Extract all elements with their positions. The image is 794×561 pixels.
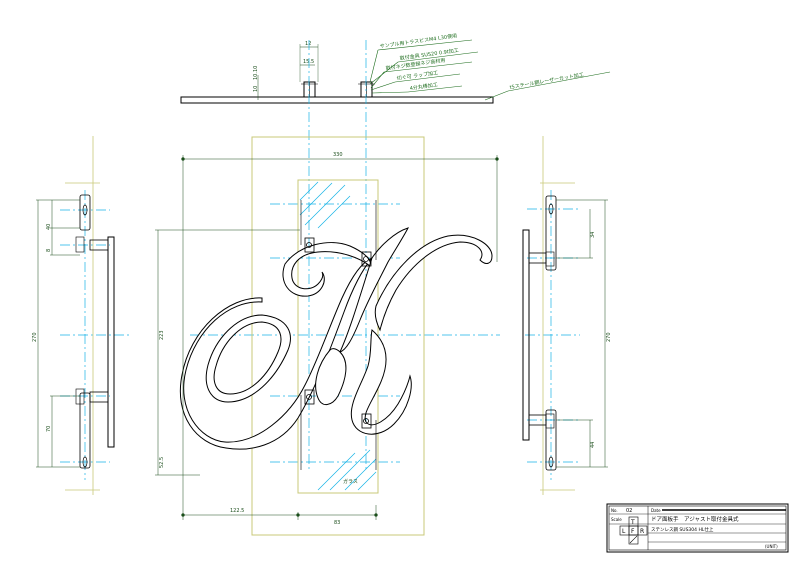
tb-view-symbols: T L F R — [619, 516, 648, 545]
glass-label: ガラス — [343, 478, 358, 485]
left-plate — [107, 236, 115, 448]
front-small-dim: 52.5 — [159, 457, 165, 468]
plate-note: t5ステール鋼レーザーカット加工 — [509, 71, 584, 91]
top-dim-left-b: 10.10 — [253, 66, 259, 80]
title-block: No. 02 Date Scale ドア面板手 アジャスト取付金具式 ステンレス… — [606, 503, 789, 553]
left-view: 270 40 8 70 — [32, 136, 115, 495]
right-view: 270 34 44 — [522, 136, 612, 495]
right-plate — [522, 229, 530, 441]
left-bottom-dim: 70 — [46, 426, 52, 432]
door-frame — [251, 136, 425, 536]
top-dim-15-5: 15.5 — [303, 59, 314, 65]
front-bottom-mid-dim: 83 — [334, 520, 340, 526]
k-leg — [350, 329, 412, 435]
right-total-dim: 270 — [606, 332, 612, 342]
front-dimensions — [155, 155, 499, 520]
k-top-flourish — [282, 242, 371, 297]
tb-no-value: 02 — [626, 508, 632, 514]
note-5: 4分丸棒加工 — [409, 81, 438, 92]
top-plate — [180, 96, 494, 104]
note-1: サンプル用トラスビスM4 L30使用 — [379, 32, 457, 50]
k-right-arm — [374, 234, 493, 332]
right-bottom-dim: 44 — [590, 442, 596, 448]
front-view: ガラス — [155, 136, 499, 536]
left-mount-top — [79, 194, 91, 231]
tb-view-f: F — [631, 528, 635, 535]
k-inner-loop — [205, 314, 291, 403]
k-diagonal — [339, 227, 409, 353]
left-top-b-dim: 8 — [46, 249, 52, 252]
center-lines — [60, 40, 580, 480]
front-brackets — [300, 200, 377, 470]
left-mount-bottom — [79, 392, 91, 469]
tb-no-label: No. — [611, 508, 618, 513]
left-total-dim: 270 — [32, 332, 38, 342]
front-height-dim: 223 — [159, 330, 165, 340]
right-mount-bottom — [545, 409, 557, 471]
front-bottom-left-dim: 122.5 — [230, 508, 244, 514]
top-dim-12: 12 — [305, 41, 311, 47]
right-top-dim: 34 — [590, 232, 596, 238]
tb-scale-label: Scale — [611, 517, 622, 522]
tb-view-r: R — [640, 528, 644, 535]
k-mid-loop — [315, 348, 347, 405]
top-view: 12 15.5 10 10.10 サンプル用トラスビスM4 L30使用 取付金具… — [180, 32, 611, 104]
tb-title: ドア面板手 アジャスト取付金具式 — [651, 515, 739, 523]
front-width-dim: 330 — [333, 152, 343, 158]
left-top-a-dim: 40 — [46, 224, 52, 230]
k-big-loop — [179, 257, 373, 450]
top-dim-left-a: 10 — [253, 86, 259, 92]
tb-view-t: T — [630, 519, 635, 526]
tb-view-l: L — [622, 528, 626, 535]
tb-unit: (UNIT) — [765, 544, 778, 549]
right-mount-top — [545, 195, 557, 271]
glass-hatch-bottom — [317, 449, 377, 491]
k-letter-outline — [179, 227, 493, 450]
tb-line2: ステンレス鋼 SUS304 HL仕上 — [651, 526, 714, 533]
glass-hatch-top — [299, 181, 351, 229]
note-4: 切ぐ可 ラップ加工 — [396, 69, 438, 82]
tb-date-label: Date — [651, 508, 661, 513]
